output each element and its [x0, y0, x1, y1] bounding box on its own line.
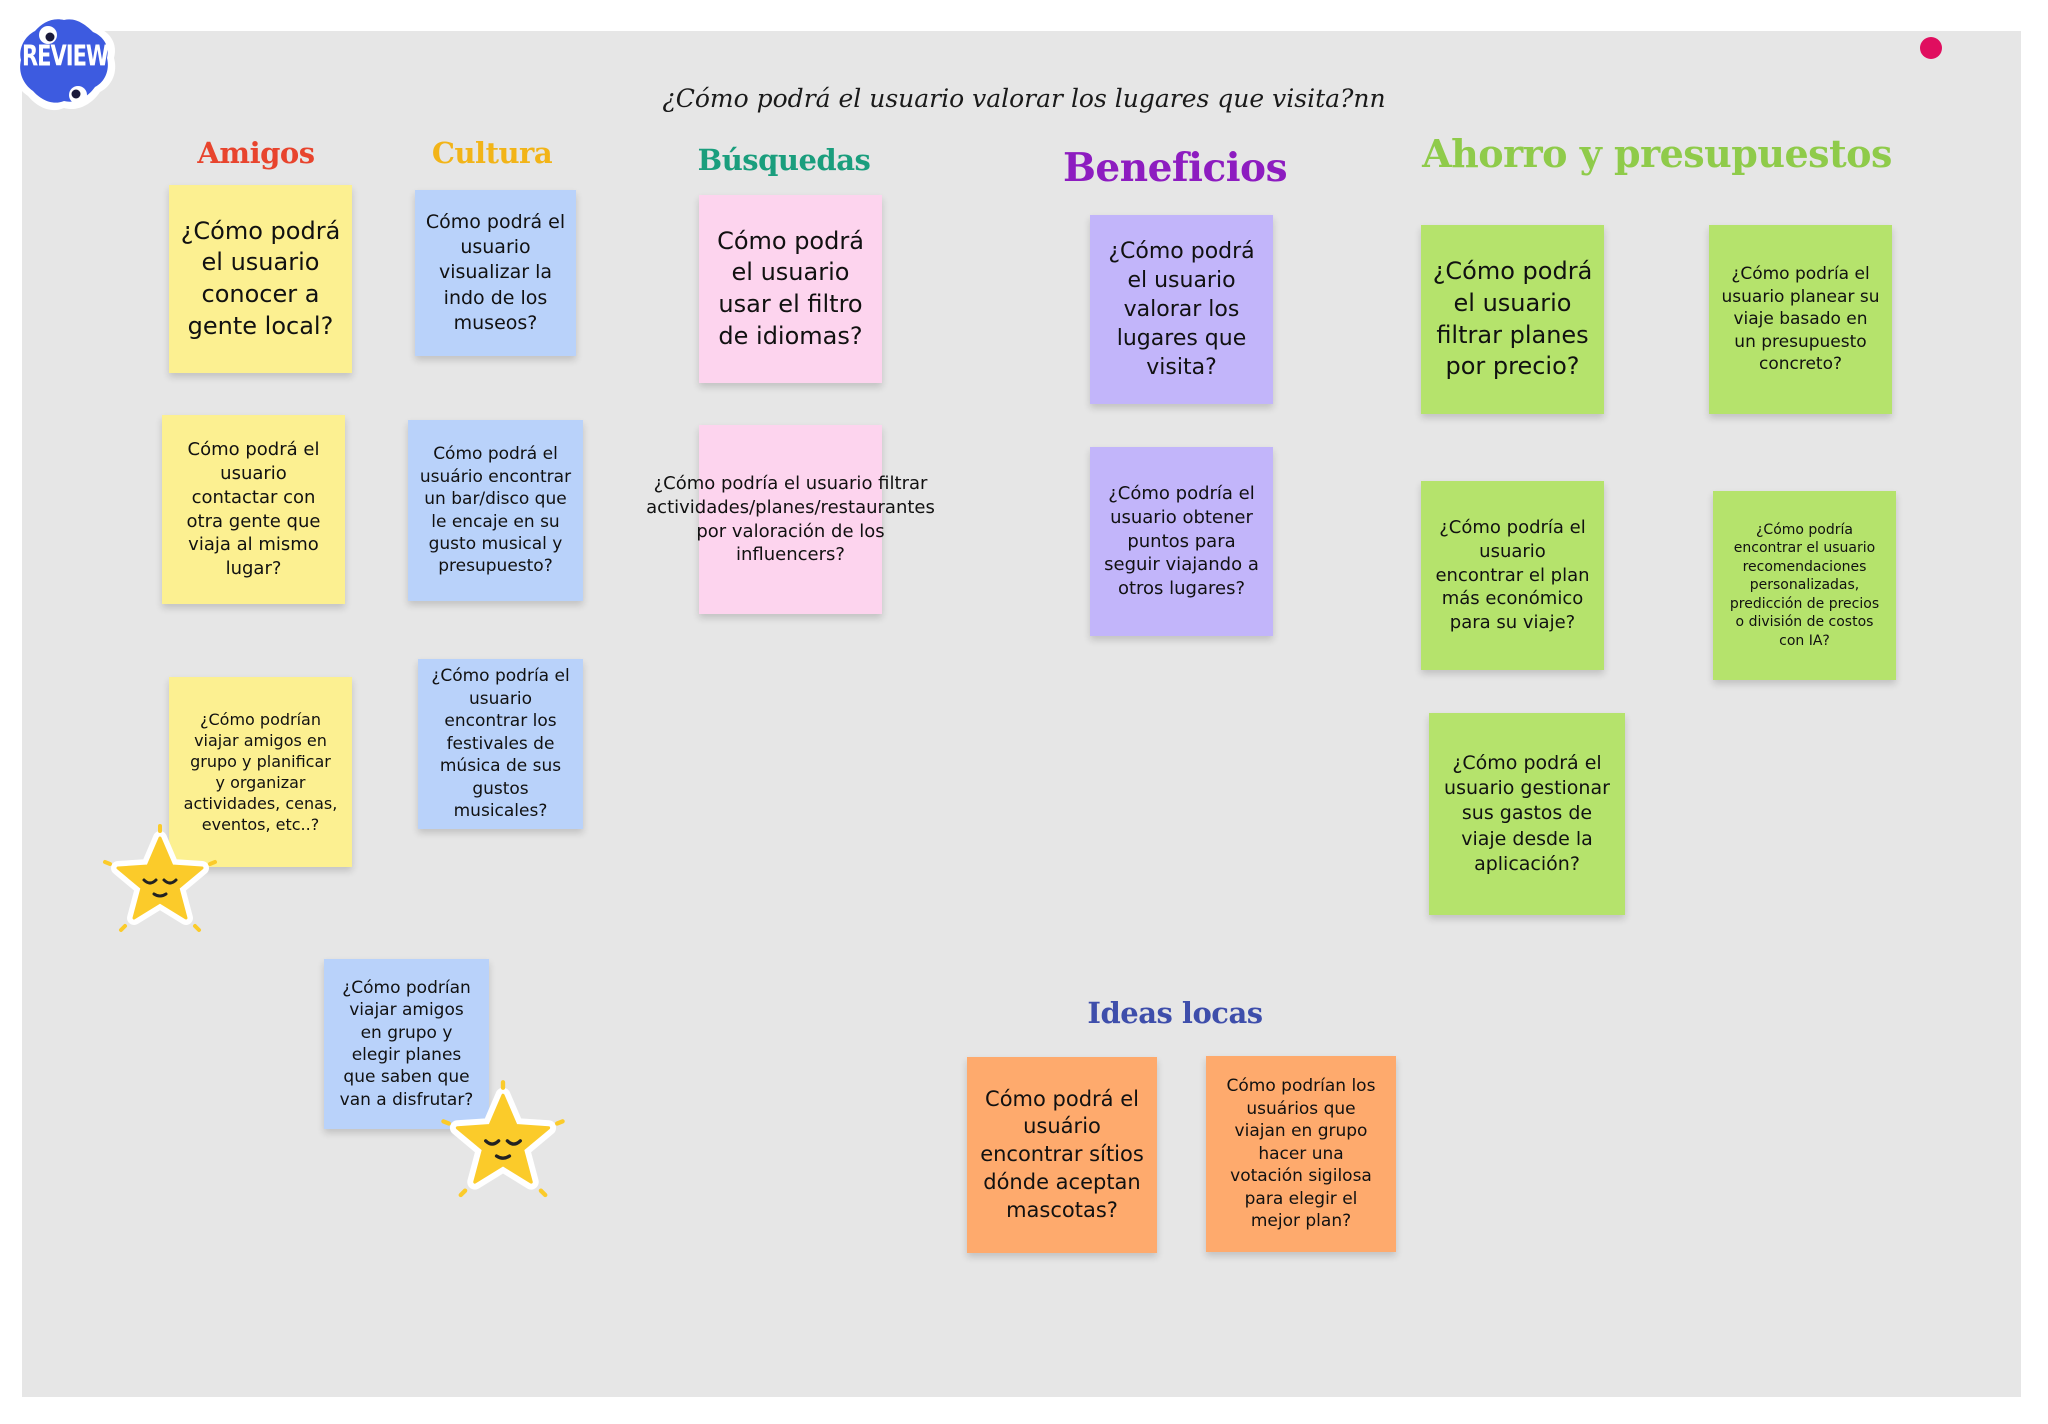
sticky-note[interactable]: ¿Cómo podrían viajar amigos en grupo y p…: [169, 677, 352, 867]
review-badge[interactable]: REVIEW: [8, 8, 120, 116]
category-ideas-locas: Ideas locas: [1087, 996, 1263, 1030]
sticky-note[interactable]: Cómo podrá el usuario visualizar la indo…: [415, 190, 576, 356]
star-face-icon: [103, 824, 217, 932]
sticky-note[interactable]: ¿Cómo podría el usuario encontrar los fe…: [418, 659, 583, 829]
sticky-note-text: Cómo podrá el usuário encontrar sítios d…: [980, 1086, 1144, 1222]
sticky-note[interactable]: Cómo podrá el usuario usar el filtro de …: [699, 195, 882, 383]
sticky-note[interactable]: Cómo podrá el usuario contactar con otra…: [162, 415, 345, 604]
sticky-note-text: ¿Cómo podría el usuario obtener puntos p…: [1104, 483, 1259, 600]
sticky-note-text: Cómo podrá el usuario contactar con otra…: [186, 439, 321, 579]
star-face-sticker[interactable]: [438, 1078, 568, 1208]
review-badge-label: REVIEW: [22, 39, 109, 73]
sticky-note-text: Cómo podrá el usuário encontrar un bar/d…: [419, 444, 572, 577]
sticky-note-text: ¿Cómo podría el usuario planear su viaje…: [1721, 264, 1880, 375]
star-face-icon: [441, 1080, 565, 1198]
sticky-note-text: ¿Cómo podrían viajar amigos en grupo y e…: [339, 977, 474, 1110]
sticky-note-text: ¿Cómo podría el usuario encontrar los fe…: [431, 666, 570, 822]
sticky-note[interactable]: ¿Cómo podría el usuario filtrar activida…: [646, 425, 935, 614]
sticky-note[interactable]: ¿Cómo podrá el usuario conocer a gente l…: [169, 185, 352, 373]
sticky-note[interactable]: ¿Cómo podrá el usuario valorar los lugar…: [1090, 215, 1273, 404]
sticky-note[interactable]: Cómo podrá el usuário encontrar un bar/d…: [408, 420, 583, 601]
sticky-note-text: ¿Cómo podrían viajar amigos en grupo y p…: [183, 709, 338, 835]
category-cultura: Cultura: [431, 136, 553, 170]
sticky-note-text: ¿Cómo podría encontrar el usuario recome…: [1729, 521, 1880, 649]
sticky-note[interactable]: ¿Cómo podría el usuario encontrar el pla…: [1421, 481, 1604, 670]
sticky-note-text: ¿Cómo podrá el usuario valorar los lugar…: [1108, 238, 1255, 381]
star-face-sticker[interactable]: [100, 822, 220, 942]
sticky-note[interactable]: ¿Cómo podría encontrar el usuario recome…: [1713, 491, 1896, 680]
category-beneficios: Beneficios: [1062, 145, 1288, 191]
sticky-note-text: ¿Cómo podría el usuario filtrar activida…: [646, 473, 935, 566]
sticky-note[interactable]: Cómo podrá el usuário encontrar sítios d…: [967, 1057, 1157, 1253]
sticky-note[interactable]: ¿Cómo podría el usuario planear su viaje…: [1709, 225, 1892, 414]
sticky-note-text: ¿Cómo podrá el usuario conocer a gente l…: [180, 216, 341, 340]
category-ahorro: Ahorro y presupuestos: [1422, 131, 1892, 176]
sticky-note-text: Cómo podrían los usuários que viajan en …: [1226, 1076, 1376, 1232]
sticky-note[interactable]: ¿Cómo podrían viajar amigos en grupo y e…: [324, 959, 489, 1129]
review-badge-icon: [12, 12, 116, 111]
sticky-note[interactable]: ¿Cómo podrá el usuario filtrar planes po…: [1421, 225, 1604, 414]
sticky-note[interactable]: ¿Cómo podría el usuario obtener puntos p…: [1090, 447, 1273, 636]
sticky-note[interactable]: Cómo podrían los usuários que viajan en …: [1206, 1056, 1396, 1252]
sticky-note[interactable]: ¿Cómo podrá el usuario gestionar sus gas…: [1429, 713, 1625, 915]
sticky-note-text: ¿Cómo podría el usuario encontrar el pla…: [1435, 517, 1590, 634]
collaborator-cursor-dot: [1920, 37, 1942, 59]
category-busquedas: Búsquedas: [697, 143, 871, 177]
sticky-note-text: Cómo podrá el usuario usar el filtro de …: [717, 226, 864, 350]
sticky-note-text: Cómo podrá el usuario visualizar la indo…: [425, 211, 566, 334]
category-amigos: Amigos: [197, 136, 315, 170]
sticky-note-text: ¿Cómo podrá el usuario filtrar planes po…: [1432, 257, 1593, 381]
sticky-note-text: ¿Cómo podrá el usuario gestionar sus gas…: [1444, 752, 1610, 875]
board-title: ¿Cómo podrá el usuario valorar los lugar…: [662, 84, 1386, 113]
